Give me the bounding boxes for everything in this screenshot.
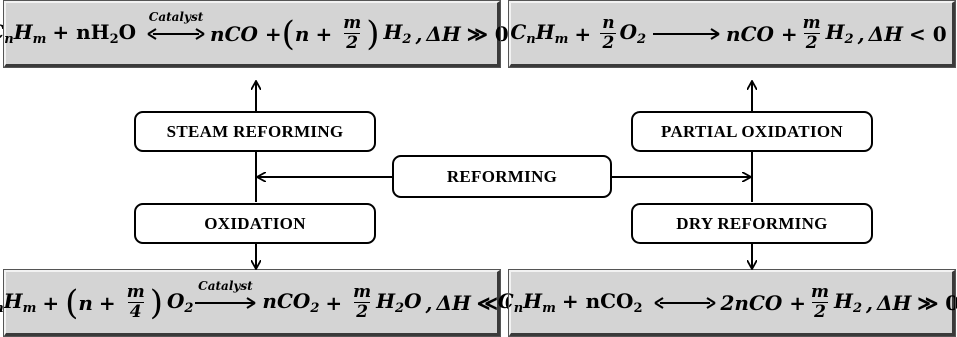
catalyst-label: Catalyst: [148, 9, 204, 24]
eq-term: H2: [383, 20, 412, 47]
equilibrium-arrow: [653, 296, 716, 310]
eq-term: O2: [166, 289, 194, 316]
reforming-label: REFORMING: [446, 166, 558, 186]
eq-term: H2: [834, 289, 862, 316]
equilibrium-arrow-icon: [653, 296, 716, 309]
oxidation-box: OXIDATION: [134, 203, 376, 244]
catalyst-arrow: Catalyst: [193, 279, 257, 310]
eq-enthalpy: ΔH: [876, 290, 912, 315]
partial-oxidation-label: PARTIAL OXIDATION: [661, 121, 843, 141]
eq-term: CnHm: [0, 20, 47, 47]
eq-plus: +: [315, 21, 333, 46]
eq-comma: ,: [857, 21, 865, 46]
oxidation-label: OXIDATION: [204, 213, 306, 233]
eq-enthalpy: ΔH: [426, 21, 461, 46]
partial-oxidation-box: PARTIAL OXIDATION: [631, 111, 873, 152]
eq-enthalpy: ΔH: [436, 290, 471, 315]
eq-term: O2: [619, 20, 647, 47]
eq-plus: +: [98, 290, 116, 315]
eq-plus: +: [325, 290, 343, 315]
eq-comma: ,: [415, 21, 423, 46]
eq-term: n: [294, 21, 310, 46]
eq-term: + nH2O: [52, 20, 137, 47]
eq-enthalpy: ΔH: [868, 21, 903, 46]
eq-enthalpy-sign: < 0: [908, 21, 947, 46]
eq-term: n: [78, 290, 93, 315]
eq-term: CnHm: [497, 289, 556, 316]
eq-plus: +: [574, 21, 592, 46]
eq-term: 2nCO +: [720, 290, 807, 315]
eq-enthalpy-sign: ≫ 0: [466, 21, 509, 46]
eq-term: CnHm: [510, 20, 569, 47]
reforming-box: REFORMING: [392, 155, 612, 198]
equation-steam-reforming: CnHm + nH2O Catalyst nCO + (n+ m2) H2 , …: [0, 0, 509, 68]
right-arrow-icon: [653, 27, 720, 40]
eq-comma: ,: [425, 290, 433, 315]
eq-term: nCO +: [210, 21, 282, 46]
eq-term: + nCO2: [561, 289, 643, 316]
eq-term: H2: [825, 20, 854, 47]
steam-reforming-label: STEAM REFORMING: [166, 121, 344, 141]
catalyst-label: Catalyst: [198, 278, 253, 293]
eq-enthalpy-sign: ≫ 0: [917, 290, 957, 315]
dry-reforming-label: DRY REFORMING: [676, 213, 828, 233]
equilibrium-arrow-icon: [147, 27, 205, 40]
eq-plus: +: [42, 290, 60, 315]
steam-reforming-box: STEAM REFORMING: [134, 111, 376, 152]
dry-reforming-box: DRY REFORMING: [631, 203, 873, 244]
equation-oxidation: CnHm + (n+ m4) O2 Catalyst nCO2 + m2 H2O…: [0, 269, 519, 337]
forward-arrow: [651, 27, 721, 41]
right-arrow-icon: [195, 296, 256, 309]
eq-comma: ,: [865, 290, 873, 315]
catalyst-arrow: Catalyst: [147, 10, 205, 41]
eq-term: nCO2: [262, 289, 320, 316]
eq-term: CnHm: [0, 289, 37, 316]
eq-term: nCO +: [726, 21, 798, 46]
eq-term: H2O: [376, 289, 422, 316]
